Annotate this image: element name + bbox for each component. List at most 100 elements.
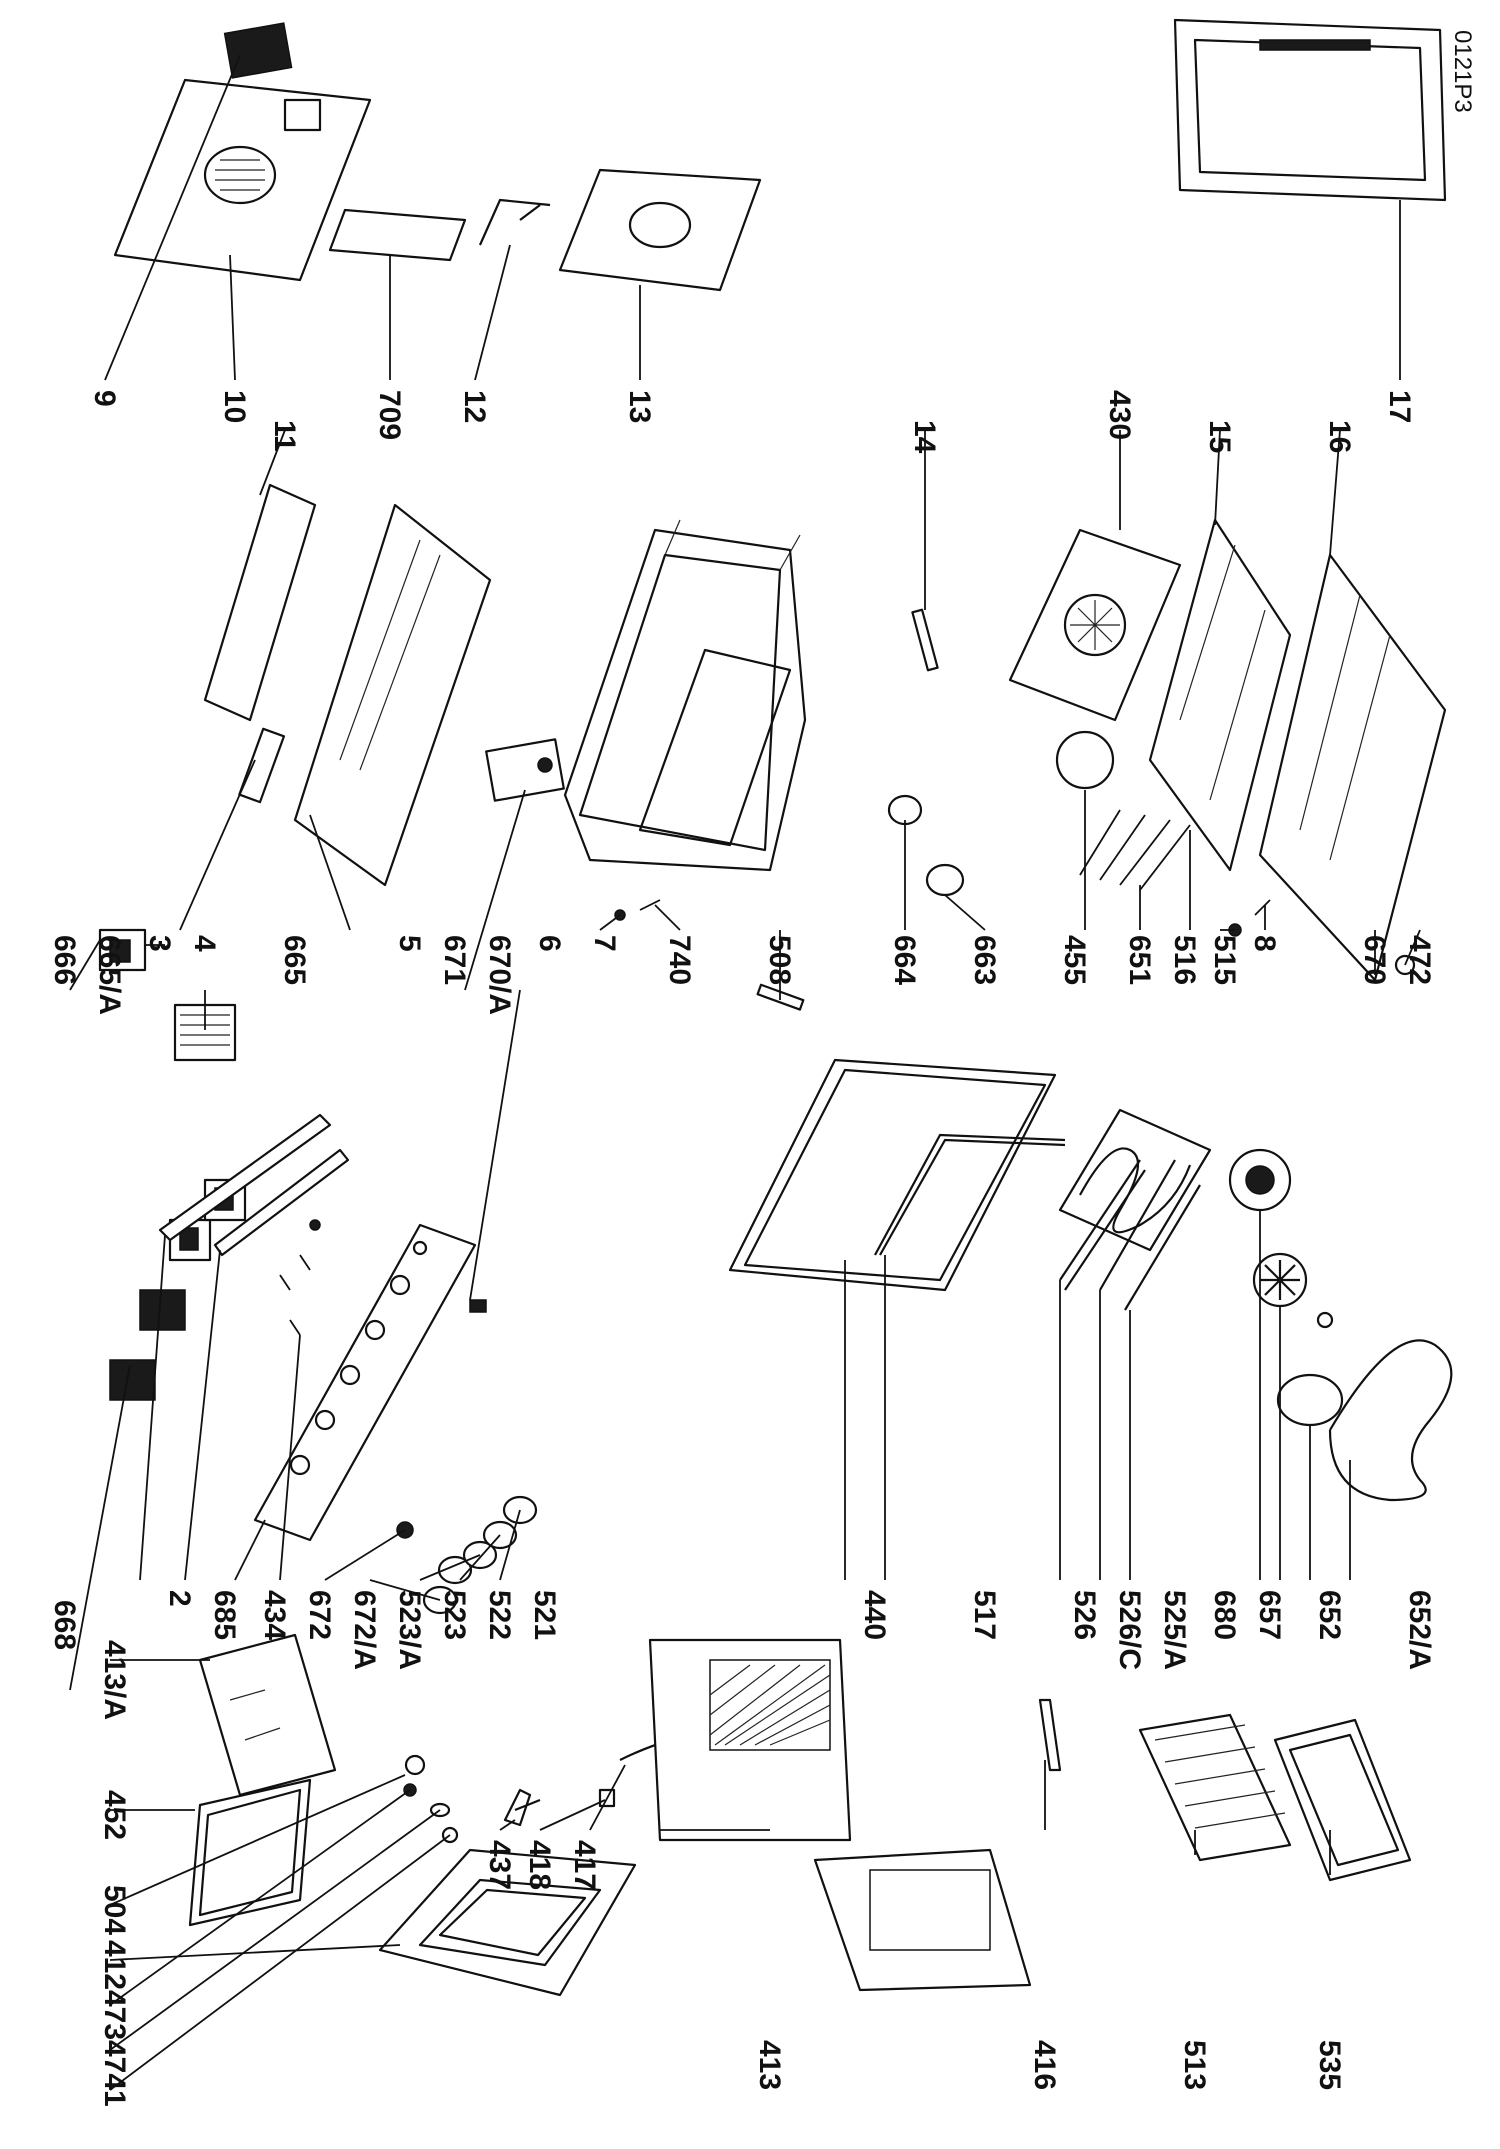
label-685: 685	[208, 1590, 241, 1640]
hinge-437	[503, 1788, 541, 1827]
label-517: 517	[968, 1590, 1001, 1640]
label-525a: 525/A	[1158, 1590, 1191, 1670]
part-labels: 413/A 452 504 412 473 474 1 437 418 417 …	[48, 390, 1436, 2107]
label-664: 664	[888, 935, 921, 985]
label-504: 504	[98, 1885, 131, 1935]
oven-cavity	[203, 483, 965, 1011]
label-526c: 526/C	[1113, 1590, 1146, 1670]
grill-element-651	[1058, 1108, 1212, 1252]
label-4: 4	[188, 935, 221, 952]
label-9: 9	[88, 390, 121, 407]
label-516: 516	[1168, 935, 1201, 985]
wire-rack-513	[1138, 1713, 1292, 1862]
baking-tray-535	[1273, 1718, 1412, 1882]
label-8: 8	[1248, 935, 1281, 952]
gasket-517	[874, 1133, 1066, 1256]
label-1: 1	[98, 2090, 131, 2107]
bracket-12	[478, 198, 551, 246]
label-412: 412	[98, 1940, 131, 1990]
seal-frame-440	[728, 1058, 1057, 1292]
vent-9	[223, 22, 293, 79]
control-rail-2	[158, 1113, 332, 1242]
label-657: 657	[1253, 1590, 1286, 1640]
clip-6	[469, 1299, 487, 1313]
label-665: 665	[278, 935, 311, 985]
control-panel-assembly	[98, 928, 538, 1615]
label-680: 680	[1208, 1590, 1241, 1640]
label-434: 434	[258, 1590, 291, 1640]
label-672: 672	[303, 1590, 336, 1640]
control-panel-434	[253, 1223, 477, 1542]
label-663: 663	[968, 935, 1001, 985]
label-3: 3	[143, 935, 176, 952]
element-525a	[1124, 1184, 1201, 1311]
label-652a: 652/A	[1403, 1590, 1436, 1670]
lower-parts	[1008, 518, 1447, 982]
circular-element-652a	[1328, 1339, 1453, 1502]
grill-rods	[1079, 809, 1191, 891]
door-strip-416	[1038, 1698, 1062, 1772]
label-671: 671	[438, 935, 471, 985]
label-535: 535	[1313, 2040, 1346, 2090]
label-15: 15	[1203, 420, 1236, 453]
label-17: 17	[1383, 390, 1416, 423]
label-474: 474	[98, 2040, 131, 2090]
label-709: 709	[373, 390, 406, 440]
switch-668b	[139, 1289, 186, 1331]
label-413a: 413/A	[98, 1640, 131, 1720]
label-652: 652	[1313, 1590, 1346, 1640]
outer-door-413	[648, 1638, 852, 1842]
element-526	[1059, 1159, 1146, 1291]
label-665a: 665/A	[93, 935, 126, 1015]
ring-element-652	[1276, 1373, 1344, 1427]
label-740: 740	[663, 935, 696, 985]
inner-door-412	[378, 1848, 637, 1997]
part-14	[911, 608, 939, 672]
label-473: 473	[98, 1990, 131, 2040]
label-651: 651	[1123, 935, 1156, 985]
label-515: 515	[1208, 935, 1241, 985]
label-14: 14	[908, 420, 941, 454]
label-522: 522	[483, 1590, 516, 1640]
label-472: 472	[1403, 935, 1436, 985]
label-521: 521	[528, 1590, 561, 1640]
label-670a: 670/A	[483, 935, 516, 1015]
label-16: 16	[1323, 420, 1356, 453]
door-assembly	[188, 1633, 1412, 1997]
lamp-holder-664	[887, 794, 923, 826]
label-523a: 523/A	[393, 1590, 426, 1670]
label-526: 526	[1068, 1590, 1101, 1640]
panel-15	[1148, 518, 1292, 872]
label-430: 430	[1103, 390, 1136, 440]
lamp-cover-663	[925, 863, 965, 897]
label-508: 508	[763, 935, 796, 985]
motor-housing-670a	[485, 738, 565, 802]
label-672a: 672/A	[348, 1590, 381, 1670]
lamp-740	[639, 899, 661, 911]
label-416: 416	[1028, 2040, 1061, 2090]
element-526c	[1099, 1159, 1176, 1291]
heating-elements	[728, 1058, 1453, 1502]
label-11: 11	[268, 420, 301, 452]
label-455: 455	[1058, 935, 1091, 985]
part-4	[238, 727, 286, 804]
pin-8	[1254, 899, 1271, 916]
back-parts	[113, 18, 1447, 292]
label-413: 413	[753, 2040, 786, 2090]
label-670: 670	[1358, 935, 1391, 985]
screw-504	[404, 1754, 426, 1776]
panel-5	[293, 503, 492, 887]
label-452: 452	[98, 1790, 131, 1840]
label-417: 417	[568, 1840, 601, 1890]
label-6: 6	[533, 935, 566, 952]
bracket-709	[328, 208, 467, 262]
spindle-671	[279, 1274, 291, 1291]
label-5: 5	[393, 935, 426, 952]
base-panel-16	[1258, 553, 1447, 982]
label-2: 2	[163, 1590, 196, 1607]
ring-455	[1055, 730, 1115, 790]
cavity-box	[563, 528, 807, 872]
back-plate-13	[558, 168, 762, 292]
label-523: 523	[438, 1590, 471, 1640]
label-10: 10	[218, 390, 251, 423]
